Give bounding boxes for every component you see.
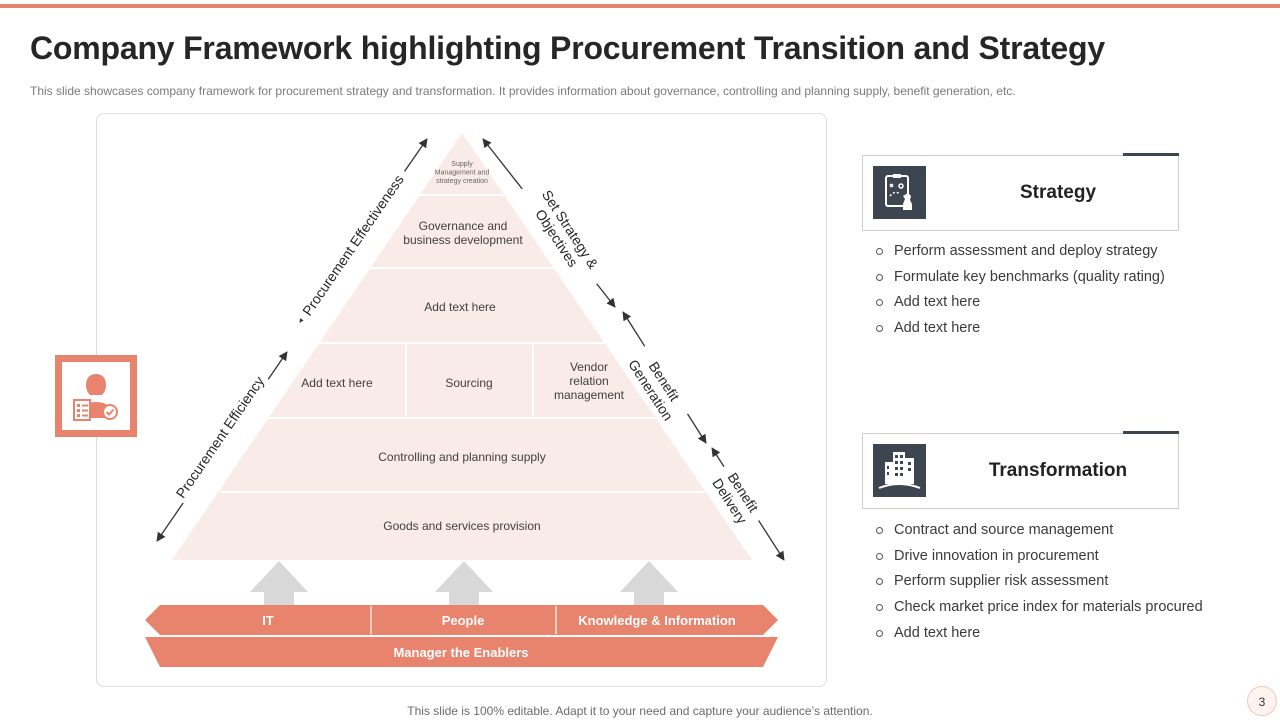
vendor-line-2: relation [569,374,608,388]
transformation-list: Contract and source management Drive inn… [875,520,1203,648]
list-item: Contract and source management [875,520,1203,546]
user-checklist-box [55,355,137,437]
transformation-card-accent [1123,431,1179,434]
bullet-icon [876,552,883,560]
bullet-icon [876,299,883,307]
city-buildings-icon [878,452,921,489]
strategy-list: Perform assessment and deploy strategy F… [875,241,1165,344]
strategy-card: Strategy [862,153,1179,231]
enabler-arrows [250,561,678,606]
sourcing-label: Sourcing [445,376,492,390]
bullet-icon [876,248,883,255]
enabler-it: IT [262,613,274,628]
transformation-icon-box [873,444,926,497]
up-arrow-knowledge [620,561,678,606]
page-title: Company Framework highlighting Procureme… [30,30,1105,66]
enablers-bar [145,605,778,667]
transformation-title: Transformation [988,460,1128,481]
footer-note: This slide is 100% editable. Adapt it to… [407,704,873,718]
pyramid [172,133,752,560]
tier-mid-label: Add text here [424,300,496,314]
strategy-board-icon [885,174,912,210]
list-item: Perform supplier risk assessment [875,571,1203,597]
transformation-card: Transformation [862,431,1179,509]
top-accent-bar [0,4,1280,8]
enabler-knowledge: Knowledge & Information [578,613,736,628]
pyramid-apex-label: Supply Management and strategy creation [435,161,490,185]
governance-line-2: business development [403,233,523,247]
strategy-card-accent [1123,153,1179,156]
tier-left-label: Add text here [301,376,373,390]
governance-line-1: Governance and [419,219,508,233]
bullet-icon [876,629,883,637]
vendor-line-3: management [554,388,625,402]
up-arrow-people [435,561,493,606]
list-item: Add text here [875,623,1203,649]
page-subtitle: This slide showcases company framework f… [30,84,1016,98]
vendor-line-1: Vendor [570,360,608,374]
apex-line-3: strategy creation [436,178,488,185]
apex-line-1: Supply [451,161,473,168]
bullet-icon [876,273,883,281]
list-item: Drive innovation in procurement [875,546,1203,572]
list-item: Formulate key benchmarks (quality rating… [875,267,1165,293]
bullet-icon [876,527,883,534]
goods-label: Goods and services provision [383,519,540,533]
strategy-icon-box [873,166,926,219]
bullet-icon [876,604,883,612]
user-checklist-icon [73,374,118,421]
apex-line-2: Management and [435,170,490,177]
list-item: Perform assessment and deploy strategy [875,241,1165,267]
strategy-title: Strategy [1019,182,1097,203]
enabler-people: People [442,613,485,628]
page-number: 3 [1247,686,1277,716]
manager-enablers-label: Manager the Enablers [393,645,528,660]
bullet-icon [876,325,883,333]
up-arrow-it [250,561,308,606]
list-item: Add text here [875,318,1165,344]
controlling-label: Controlling and planning supply [378,450,545,464]
bullet-icon [876,578,883,586]
list-item: Check market price index for materials p… [875,597,1203,623]
list-item: Add text here [875,292,1165,318]
